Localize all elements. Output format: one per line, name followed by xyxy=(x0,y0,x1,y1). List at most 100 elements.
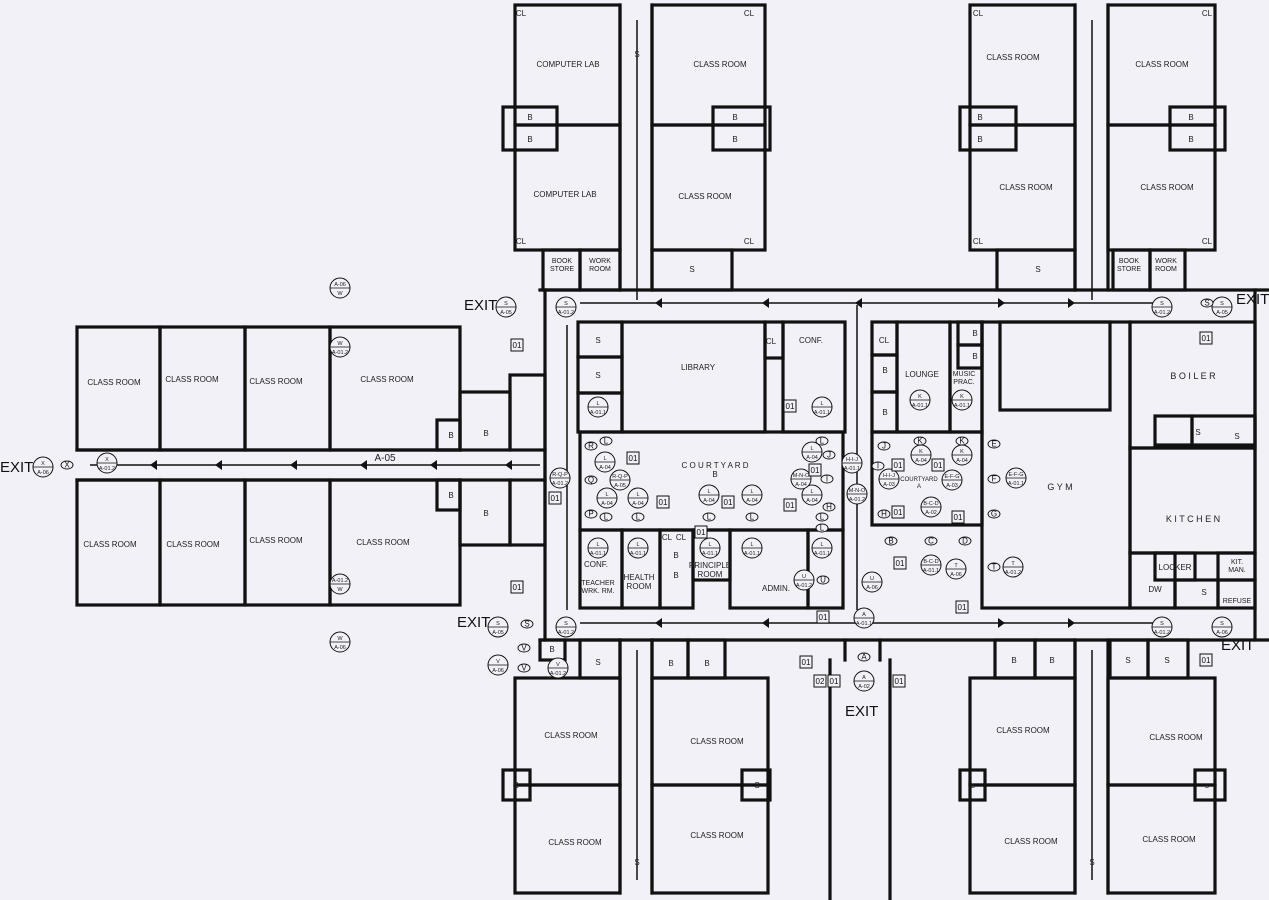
section-callout[interactable]: KA-04 xyxy=(951,444,973,466)
door-tag[interactable]: 01 xyxy=(510,580,524,594)
door-tag[interactable]: 01 xyxy=(808,463,822,477)
section-callout[interactable]: R-Q-PA-05 xyxy=(609,469,631,491)
section-callout[interactable]: LA-04 xyxy=(741,484,763,506)
section-callout[interactable]: M-N-OA-01.2 xyxy=(846,483,868,505)
grid-marker: L xyxy=(815,512,829,522)
section-callout[interactable]: SA-06 xyxy=(1211,616,1233,638)
door-tag[interactable]: 01 xyxy=(783,399,797,413)
section-callout[interactable]: LA-04 xyxy=(698,484,720,506)
section-callout[interactable]: LA-01.1 xyxy=(811,537,833,559)
room-label: S xyxy=(689,265,694,274)
marker-outline xyxy=(820,474,834,484)
door-tag[interactable]: 01 xyxy=(893,556,907,570)
section-callout[interactable]: KA-04 xyxy=(910,444,932,466)
door-tag[interactable]: 01 xyxy=(694,525,708,539)
section-callout[interactable]: SA-05 xyxy=(487,616,509,638)
section-callout[interactable]: WA-06 xyxy=(329,631,351,653)
door-tag[interactable]: 01 xyxy=(510,338,524,352)
section-callout[interactable]: SA-01.2 xyxy=(1151,616,1173,638)
section-callout[interactable]: SA-01.2 xyxy=(555,616,577,638)
grid-marker: L xyxy=(599,513,613,522)
door-tag[interactable]: 01 xyxy=(1199,653,1213,667)
room-label: CLASS ROOM xyxy=(249,536,303,545)
section-callout[interactable]: LA-01.1 xyxy=(627,537,649,559)
tag-box xyxy=(656,495,670,509)
wall-outline xyxy=(1190,414,1257,447)
section-callout[interactable]: AA-02 xyxy=(853,670,875,692)
section-callout[interactable]: SA-05 xyxy=(1211,296,1233,318)
corridor-direction-lines xyxy=(90,20,1160,880)
door-tag[interactable]: 01 xyxy=(891,505,905,519)
wall-outline xyxy=(508,478,547,547)
door-tag[interactable]: 01 xyxy=(891,458,905,472)
door-tag[interactable]: 01 xyxy=(951,510,965,524)
section-callout[interactable]: LA-01.1 xyxy=(741,537,763,559)
section-callout[interactable]: LA-01.1 xyxy=(699,537,721,559)
section-callout[interactable]: KA-01.1 xyxy=(909,389,931,411)
section-callout[interactable]: LA-01.1 xyxy=(587,537,609,559)
section-callout[interactable]: KA-01.1 xyxy=(951,389,973,411)
section-callout[interactable]: XA-06 xyxy=(32,456,54,478)
door-tag[interactable]: 01 xyxy=(721,495,735,509)
door-tag[interactable]: 01 xyxy=(656,495,670,509)
section-callout[interactable]: B-C-DA-01.1 xyxy=(920,554,942,576)
tag-number: 01 xyxy=(659,498,668,507)
door-tag[interactable]: 01 xyxy=(1199,331,1213,345)
door-tag[interactable]: 01 xyxy=(548,491,562,505)
section-callout[interactable]: UA-01.2 xyxy=(793,569,815,591)
section-callout[interactable]: LA-04 xyxy=(801,441,823,463)
marker-outline xyxy=(815,436,829,446)
section-callout[interactable]: AA-01.1 xyxy=(853,607,875,629)
callout-sheet: A-01.1 xyxy=(590,551,606,557)
marker-letter: I xyxy=(826,475,828,484)
section-callout[interactable]: SA-05 xyxy=(495,296,517,318)
section-callout[interactable]: H-I-JA-01.1 xyxy=(841,452,863,474)
section-callout[interactable]: E-F-GA-01.1 xyxy=(1005,467,1027,489)
room-label-line2: A xyxy=(917,484,921,490)
section-callout[interactable]: LA-01.1 xyxy=(811,396,833,418)
section-callout[interactable]: A-06W xyxy=(329,277,351,299)
callout-detail: L xyxy=(708,542,711,548)
door-tag[interactable]: 01 xyxy=(799,655,813,669)
section-callout[interactable]: VA-06 xyxy=(487,654,509,676)
door-tag[interactable]: 01 xyxy=(783,498,797,512)
section-callout[interactable]: LA-04 xyxy=(801,484,823,506)
section-callout[interactable]: SA-01.2 xyxy=(555,296,577,318)
callout-detail: L xyxy=(707,489,710,495)
room-label: G Y M xyxy=(1047,482,1072,492)
section-callout[interactable]: TA-01.2 xyxy=(1002,556,1024,578)
door-tag[interactable]: 01 xyxy=(931,458,945,472)
door-tag[interactable]: 01 xyxy=(892,674,906,688)
section-callout[interactable]: M-N-OA-04 xyxy=(790,468,812,490)
section-callout[interactable]: VA-01.2 xyxy=(547,657,569,679)
marker-outline xyxy=(815,512,829,522)
section-callout[interactable]: H-I-JA-03 xyxy=(878,468,900,490)
door-tag[interactable]: 01 xyxy=(816,610,830,624)
section-callout[interactable]: B-C-DA-02 xyxy=(920,496,942,518)
callout-detail: W xyxy=(337,636,343,642)
section-callout[interactable]: XA-01.2 xyxy=(96,452,118,474)
room-label: CL xyxy=(516,9,527,18)
section-callout[interactable]: LA-04 xyxy=(627,487,649,509)
door-tag[interactable]: 01 xyxy=(955,600,969,614)
section-callout[interactable]: E-F-GA-03 xyxy=(941,469,963,491)
wall-outline xyxy=(711,105,772,152)
section-callout[interactable]: WA-01.2 xyxy=(329,336,351,358)
door-tag[interactable]: 01 xyxy=(626,451,640,465)
door-tag[interactable]: 02 xyxy=(813,674,827,688)
room-label: TEACHER xyxy=(581,580,614,587)
section-callout[interactable]: LA-04 xyxy=(594,451,616,473)
room-label: B xyxy=(549,645,554,654)
section-callout[interactable]: TA-06 xyxy=(945,558,967,580)
door-tag[interactable]: 01 xyxy=(827,674,841,688)
marker-letter: X xyxy=(64,461,70,470)
section-callout[interactable]: LA-01.1 xyxy=(587,396,609,418)
section-callout[interactable]: A-01.2W xyxy=(329,573,351,595)
section-callout[interactable]: LA-04 xyxy=(596,487,618,509)
section-callout[interactable]: UA-06 xyxy=(861,571,883,593)
section-callout[interactable]: SA-01.2 xyxy=(1151,296,1173,318)
room-label: CL xyxy=(1202,237,1213,246)
section-callout[interactable]: R-Q-PA-01.2 xyxy=(549,467,571,489)
callout-sheet: A-01.1 xyxy=(630,551,646,557)
callout-detail: S xyxy=(496,621,500,627)
